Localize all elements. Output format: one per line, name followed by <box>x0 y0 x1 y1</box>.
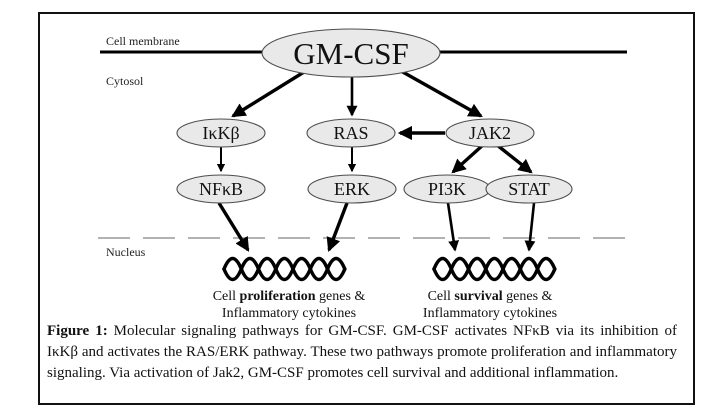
figure-caption: Figure 1: Molecular signaling pathways f… <box>47 321 677 384</box>
arrow-stat-genes <box>524 202 536 252</box>
dna-helix-icon <box>222 256 347 282</box>
arrow-nfkb-genes <box>217 202 250 252</box>
node-nfkb-label: NFκB <box>199 179 243 199</box>
figure-border <box>38 12 695 405</box>
node-gmcsf: GM-CSF <box>261 28 441 78</box>
dna-helix-icon <box>432 256 557 282</box>
gene-label-prefix: Cell <box>427 289 455 304</box>
arrow-pi3k-genes <box>446 202 460 252</box>
node-stat-label: STAT <box>508 179 550 199</box>
node-nfkb: NFκB <box>176 174 266 204</box>
node-erk-label: ERK <box>334 179 370 199</box>
arrow-erk-genes <box>326 202 349 253</box>
cell-membrane-label: Cell membrane <box>106 34 180 48</box>
node-gmcsf-label: GM-CSF <box>293 36 408 71</box>
gene-label-line2: Inflammatory cytokines <box>422 306 558 321</box>
node-erk: ERK <box>307 174 397 204</box>
gene-label-suffix: genes & <box>315 289 366 304</box>
node-ikkb: IκKβ <box>176 118 266 148</box>
figure-caption-text: Molecular signaling pathways for GM-CSF.… <box>47 323 678 381</box>
node-ras-label: RAS <box>333 123 368 143</box>
proliferation-genes-label: Cell proliferation genes & Inflammatory … <box>179 288 399 322</box>
node-ras: RAS <box>306 118 396 148</box>
gene-label-line2: Inflammatory cytokines <box>221 306 357 321</box>
node-pi3k: PI3K <box>403 174 491 204</box>
arrow-gmcsf-ikkb <box>231 70 305 118</box>
gene-label-prefix: Cell <box>212 289 240 304</box>
arrow-gmcsf-jak2 <box>400 69 483 118</box>
node-ikkb-label: IκKβ <box>202 123 239 143</box>
node-stat: STAT <box>485 174 573 204</box>
survival-genes-label: Cell survival genes & Inflammatory cytok… <box>380 288 600 322</box>
arrow-jak2-pi3k <box>451 143 485 174</box>
nucleus-label: Nucleus <box>106 245 146 259</box>
cytosol-label: Cytosol <box>106 74 144 88</box>
node-jak2-label: JAK2 <box>469 123 511 143</box>
gene-label-bold: proliferation <box>239 289 316 304</box>
arrow-jak2-stat <box>495 143 533 174</box>
gene-label-bold: survival <box>454 289 503 304</box>
gene-label-suffix: genes & <box>502 289 553 304</box>
node-jak2: JAK2 <box>445 118 535 148</box>
figure-caption-number: Figure 1: <box>47 323 108 339</box>
node-pi3k-label: PI3K <box>428 179 466 199</box>
